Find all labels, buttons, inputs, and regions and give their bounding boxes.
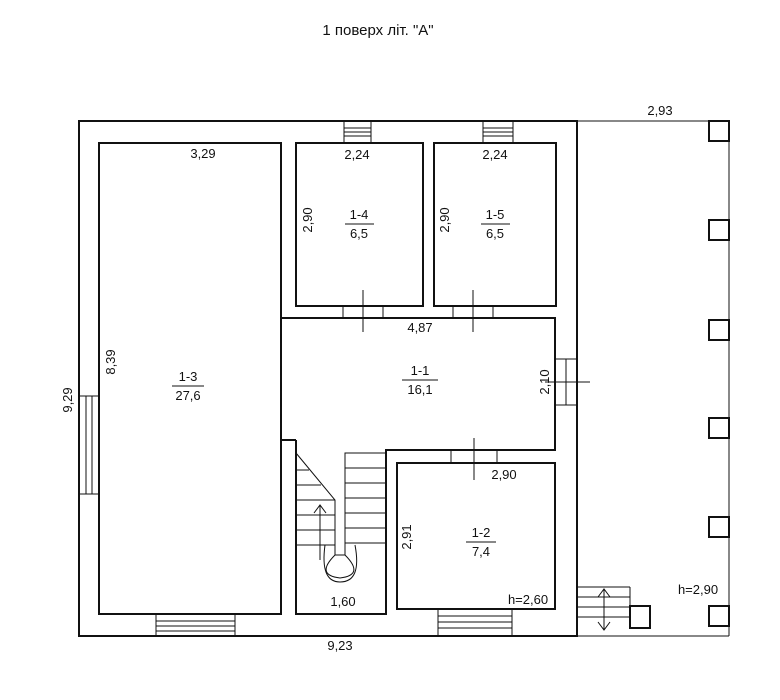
dim-terrace-height: h=2,90 (678, 582, 718, 597)
dim-terrace-width: 2,93 (647, 103, 672, 118)
doors (342, 290, 590, 480)
room-label-1-5: 1-5 6,5 (481, 207, 510, 241)
dim-outer-height: 9,29 (60, 387, 75, 412)
dim-hall-width: 4,87 (407, 320, 432, 335)
windows (78, 120, 578, 637)
room-area: 7,4 (472, 544, 490, 559)
room-area: 16,1 (407, 382, 432, 397)
room-label-1-3: 1-3 27,6 (172, 369, 204, 403)
room-id: 1-2 (472, 525, 491, 540)
dim-hall-height: 2,10 (537, 369, 552, 394)
dim-room13-height: 8,39 (103, 349, 118, 374)
room-label-1-1: 1-1 16,1 (402, 363, 438, 397)
room-area: 6,5 (486, 226, 504, 241)
staircase (295, 452, 386, 583)
room-id: 1-1 (411, 363, 430, 378)
dim-room12-ceiling: h=2,60 (508, 592, 548, 607)
dim-outer-width: 9,23 (327, 638, 352, 653)
dim-room15-height: 2,90 (437, 207, 452, 232)
room-id: 1-4 (350, 207, 369, 222)
room-id: 1-5 (486, 207, 505, 222)
room-area: 27,6 (175, 388, 200, 403)
room-label-1-2: 1-2 7,4 (466, 525, 496, 559)
dim-room12-width: 2,90 (491, 467, 516, 482)
terrace (577, 120, 730, 637)
dim-stair-width: 1,60 (330, 594, 355, 609)
dim-room15-width: 2,24 (482, 147, 507, 162)
dim-room12-height: 2,91 (399, 524, 414, 549)
hall-1-1 (280, 317, 556, 615)
dim-room13-width: 3,29 (190, 146, 215, 161)
dimension-labels: 9,29 9,23 2,93 h=2,90 3,29 8,39 2,24 2,9… (60, 103, 718, 653)
room-id: 1-3 (179, 369, 198, 384)
dim-room14-width: 2,24 (344, 147, 369, 162)
plan-title: 1 поверх літ. "А" (322, 22, 433, 39)
dim-room14-height: 2,90 (300, 207, 315, 232)
outer-walls (78, 120, 578, 637)
room-area: 6,5 (350, 226, 368, 241)
room-label-1-4: 1-4 6,5 (345, 207, 374, 241)
